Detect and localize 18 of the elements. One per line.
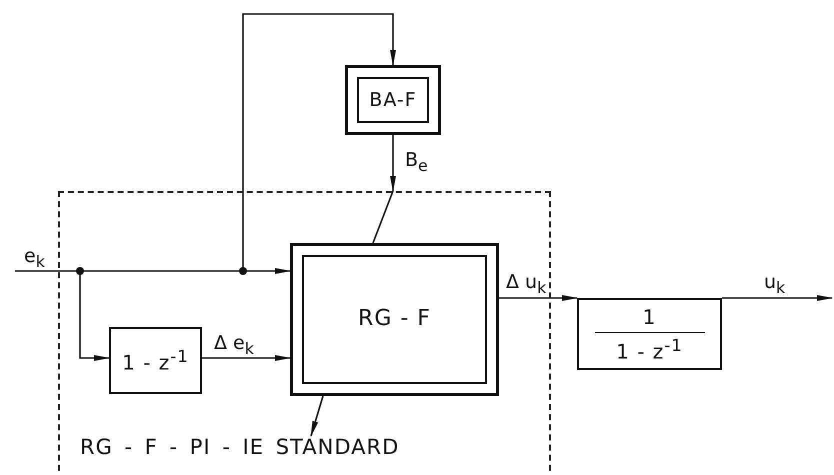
controller-block xyxy=(290,243,499,396)
block-label: 1 - z$^{-1}$ xyxy=(122,348,189,374)
numerator: 1 xyxy=(642,306,656,328)
arrow xyxy=(499,295,578,301)
arrow xyxy=(722,295,833,301)
denominator: 1 - z$^{-1}$ xyxy=(616,336,683,362)
function-block xyxy=(345,65,441,135)
difference-block xyxy=(109,327,202,394)
edge-label: B$_{e}$ xyxy=(405,150,428,174)
arrow xyxy=(15,268,291,274)
arrow xyxy=(310,396,324,437)
integrator-block xyxy=(577,298,722,370)
standard-label: RG - F - PI - IE STANDARD xyxy=(80,435,400,459)
block-label: RG - F xyxy=(358,307,431,332)
block-label: BA-F xyxy=(369,90,417,110)
arrow xyxy=(202,355,291,361)
connector-line xyxy=(372,190,394,244)
arrow xyxy=(390,135,396,192)
